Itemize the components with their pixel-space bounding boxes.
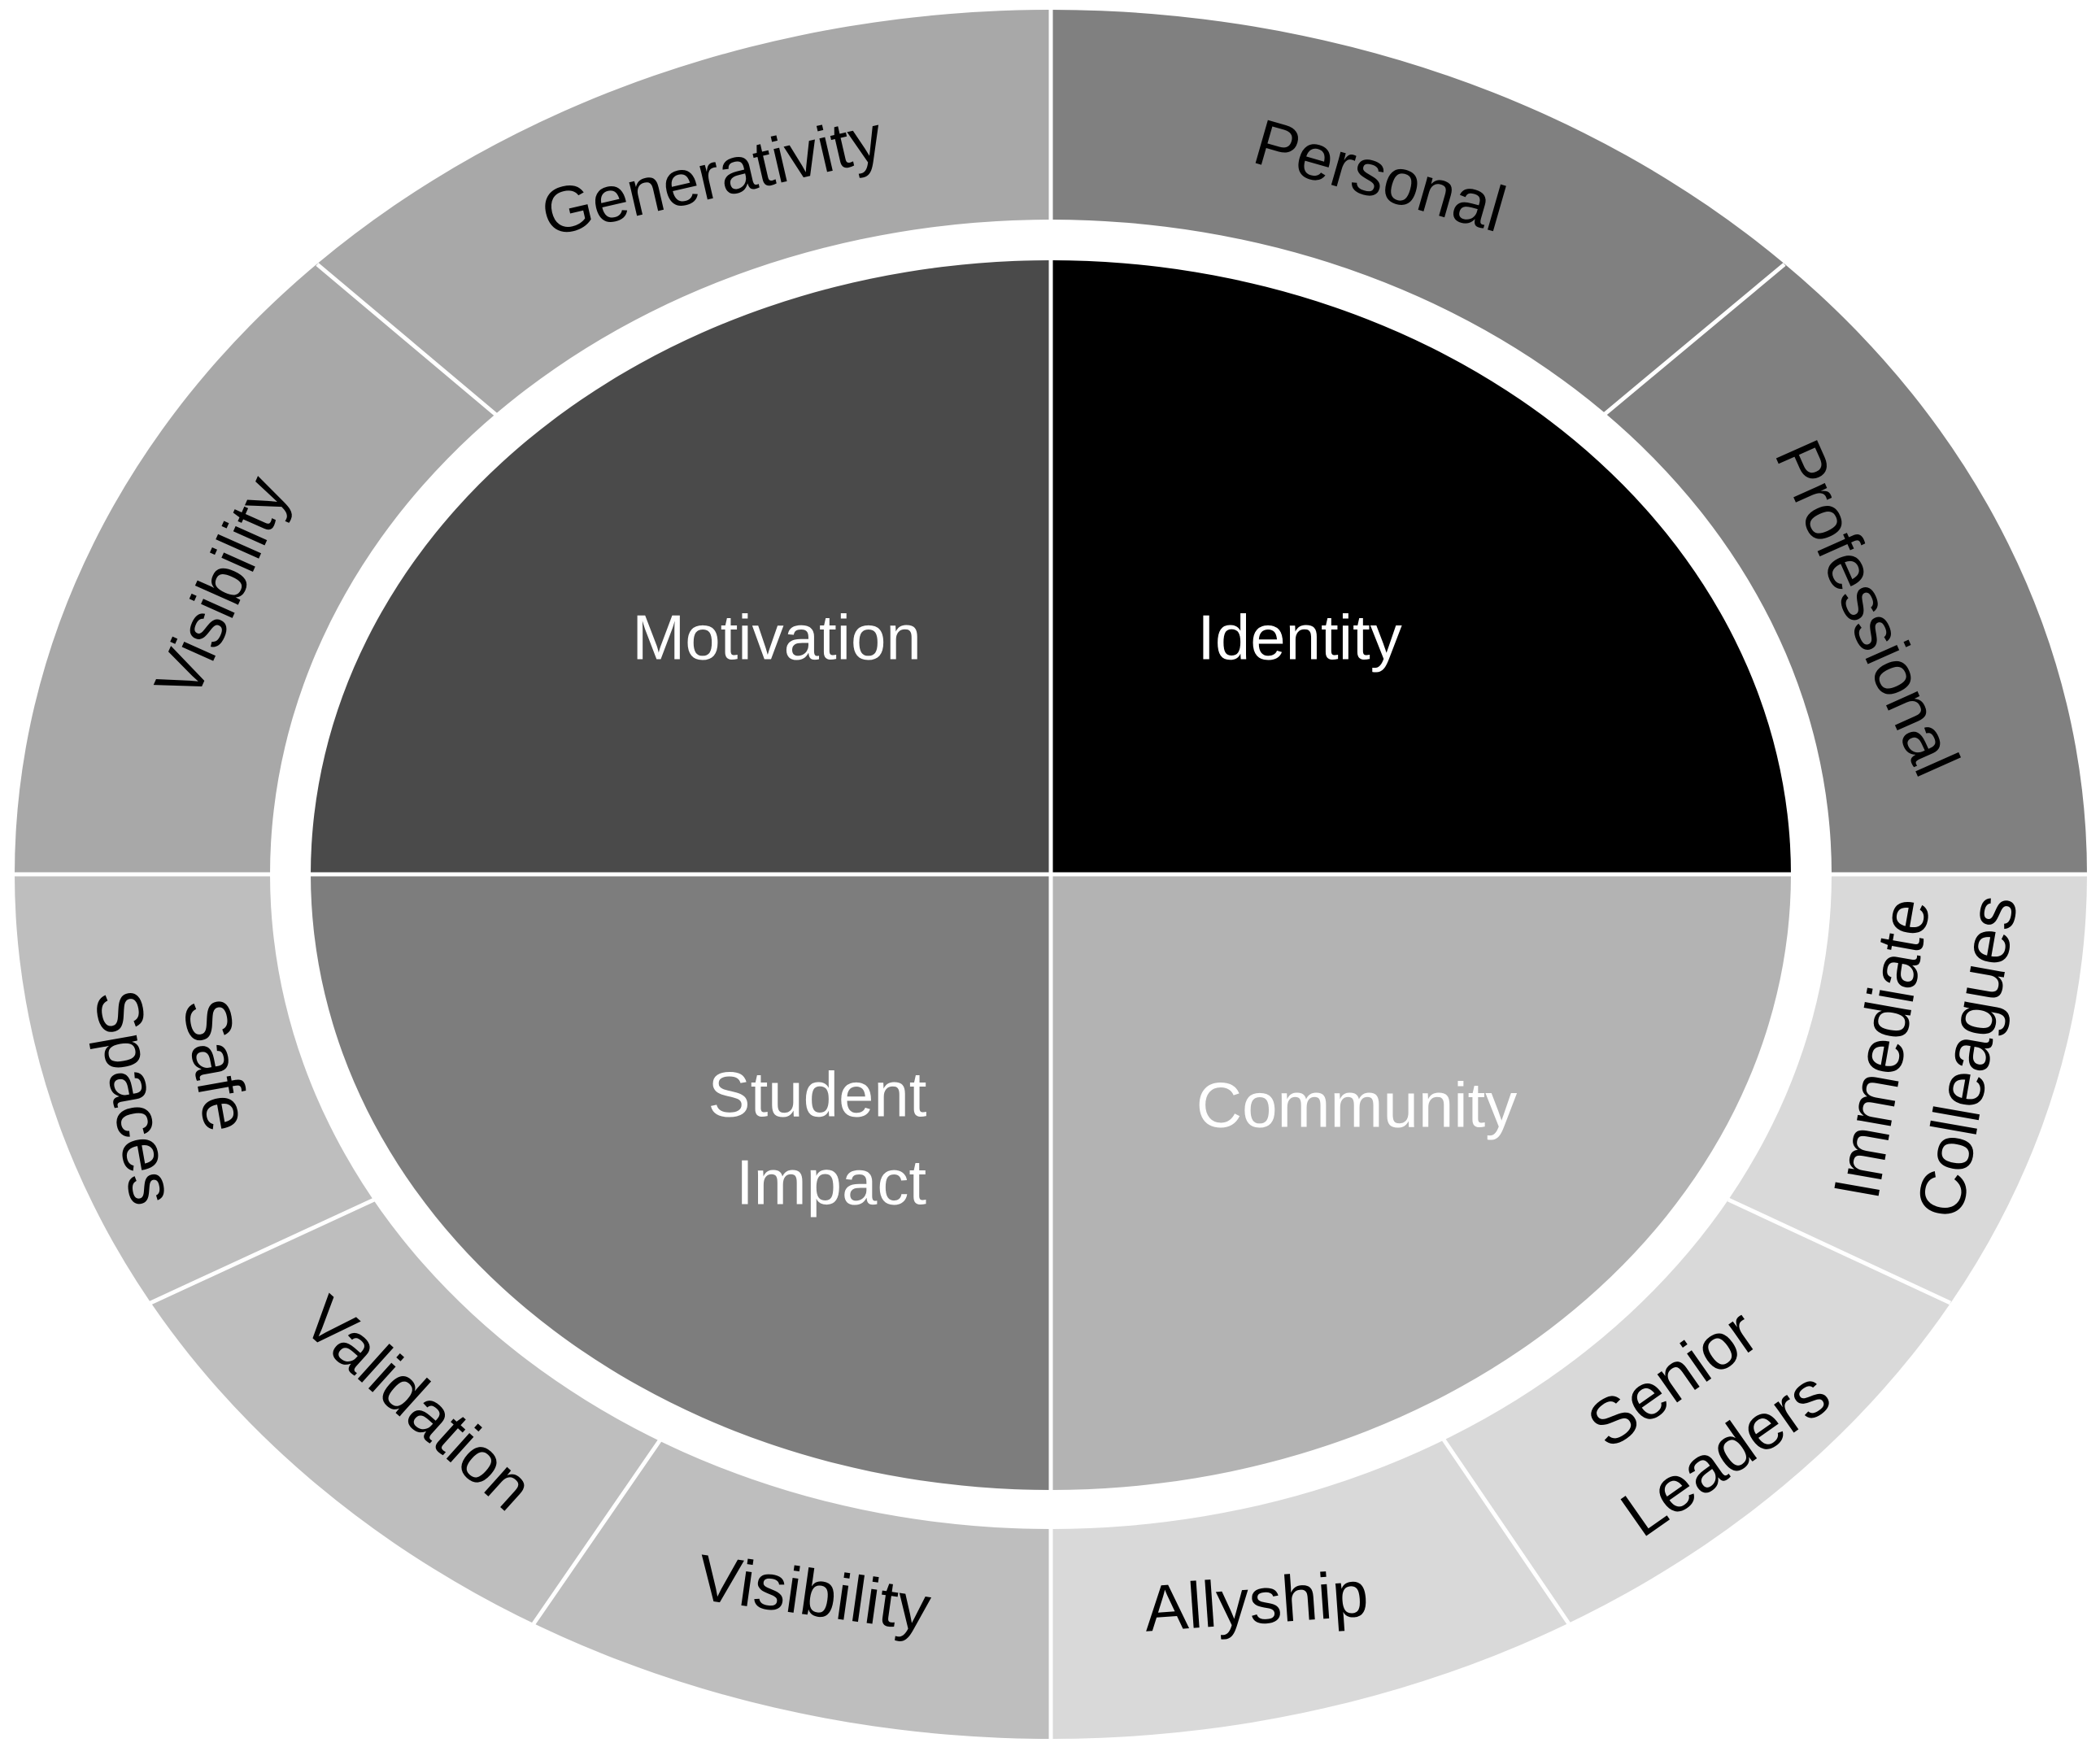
label-student-impact-line1: Student — [708, 1059, 927, 1131]
label-community: Community — [1196, 1070, 1517, 1141]
inner-identity-quadrant — [1051, 260, 1791, 874]
inner-community-quadrant — [1051, 874, 1791, 1490]
divider-safe-spaces-validation — [149, 1197, 376, 1305]
divider-validation-visibility — [530, 1438, 663, 1627]
divider-personal-professional — [1602, 263, 1786, 416]
inner-motivation-quadrant — [311, 260, 1051, 874]
inner-labels: Motivation Identity Student Impact Commu… — [632, 602, 1517, 1218]
inner-student-impact-quadrant — [311, 874, 1051, 1490]
label-identity: Identity — [1197, 602, 1401, 673]
label-allyship: Allyship — [1142, 1557, 1370, 1645]
divider-immediate-senior — [1727, 1197, 1952, 1305]
divider-generativity-visibility — [316, 263, 498, 416]
label-student-impact-line2: Impact — [736, 1147, 926, 1218]
divider-senior-allyship — [1441, 1438, 1572, 1627]
label-motivation: Motivation — [632, 602, 921, 673]
